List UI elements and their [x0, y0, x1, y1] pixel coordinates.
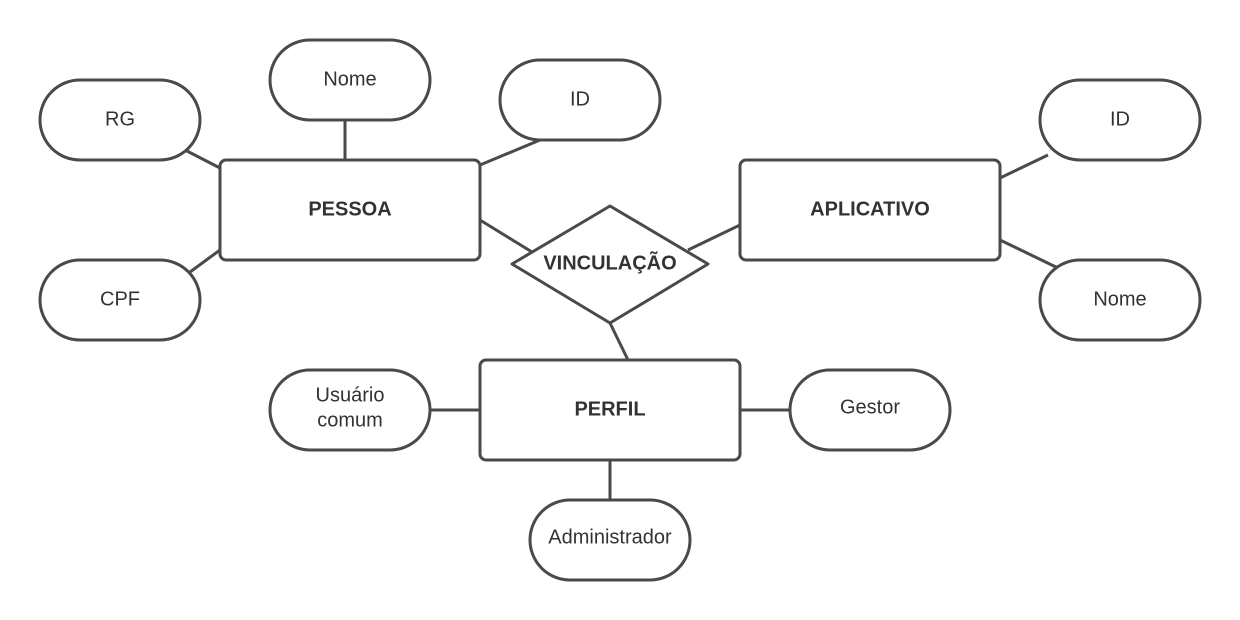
attribute-pessoa-nome: Nome: [268, 38, 432, 122]
attribute-pessoa-id: ID: [498, 58, 662, 142]
attribute-rg-label: RG: [105, 108, 135, 130]
attribute-pessoa-nome-label: Nome: [323, 68, 376, 90]
attribute-aplicativo-id-label: ID: [1110, 108, 1130, 130]
attribute-pessoa-id-shape: [498, 58, 662, 142]
attribute-usuario-comum: Usuário comum: [268, 368, 432, 452]
attribute-usuario-comum-label-line1: Usuário: [316, 384, 385, 406]
entity-aplicativo-box: [738, 158, 1002, 262]
attribute-pessoa-nome-shape: [268, 38, 432, 122]
entity-pessoa: PESSOA: [218, 158, 482, 262]
entity-pessoa-box: [218, 158, 482, 262]
relationship-vinculacao-diamond: [510, 204, 710, 325]
attribute-administrador-shape: [528, 498, 692, 582]
entity-aplicativo: APLICATIVO: [738, 158, 1002, 262]
attribute-aplicativo-id-shape: [1038, 78, 1202, 162]
attribute-usuario-comum-label-line2: comum: [317, 409, 383, 431]
attribute-aplicativo-nome-label: Nome: [1093, 288, 1146, 310]
attribute-cpf-shape: [38, 258, 202, 342]
attribute-usuario-comum-shape: [268, 368, 432, 452]
connector-pessoa-vinculacao: [479, 218, 533, 254]
entity-perfil: PERFIL: [478, 358, 742, 462]
connector-nome-aplicativo: [999, 238, 1059, 270]
attribute-gestor-label: Gestor: [840, 396, 900, 418]
entity-pessoa-label: PESSOA: [308, 198, 391, 220]
attribute-gestor: Gestor: [788, 368, 952, 452]
connector-vinculacao-perfil: [608, 322, 630, 361]
attribute-administrador-label: Administrador: [548, 526, 672, 548]
connectors: [184, 120, 1059, 500]
attribute-cpf-label: CPF: [100, 288, 140, 310]
relationship-vinculacao: VINCULAÇÃO: [510, 204, 710, 325]
attribute-aplicativo-id: ID: [1038, 78, 1202, 162]
connector-cpf-pessoa: [189, 248, 221, 274]
entity-aplicativo-label: APLICATIVO: [810, 198, 930, 220]
attribute-gestor-shape: [788, 368, 952, 452]
attribute-cpf: CPF: [38, 258, 202, 342]
attribute-rg: RG: [38, 78, 202, 162]
attribute-aplicativo-nome: Nome: [1038, 258, 1202, 342]
entity-perfil-label: PERFIL: [574, 398, 645, 420]
relationship-vinculacao-label: VINCULAÇÃO: [543, 251, 676, 274]
connector-rg-pessoa: [184, 148, 221, 170]
attribute-administrador: Administrador: [528, 498, 692, 582]
attribute-rg-shape: [38, 78, 202, 162]
connector-vinculacao-aplicativo: [687, 223, 741, 252]
attribute-aplicativo-nome-shape: [1038, 258, 1202, 342]
connector-id-pessoa: [479, 138, 541, 167]
attribute-pessoa-id-label: ID: [570, 88, 590, 110]
connector-id-aplicativo: [999, 153, 1049, 180]
entity-perfil-box: [478, 358, 742, 462]
